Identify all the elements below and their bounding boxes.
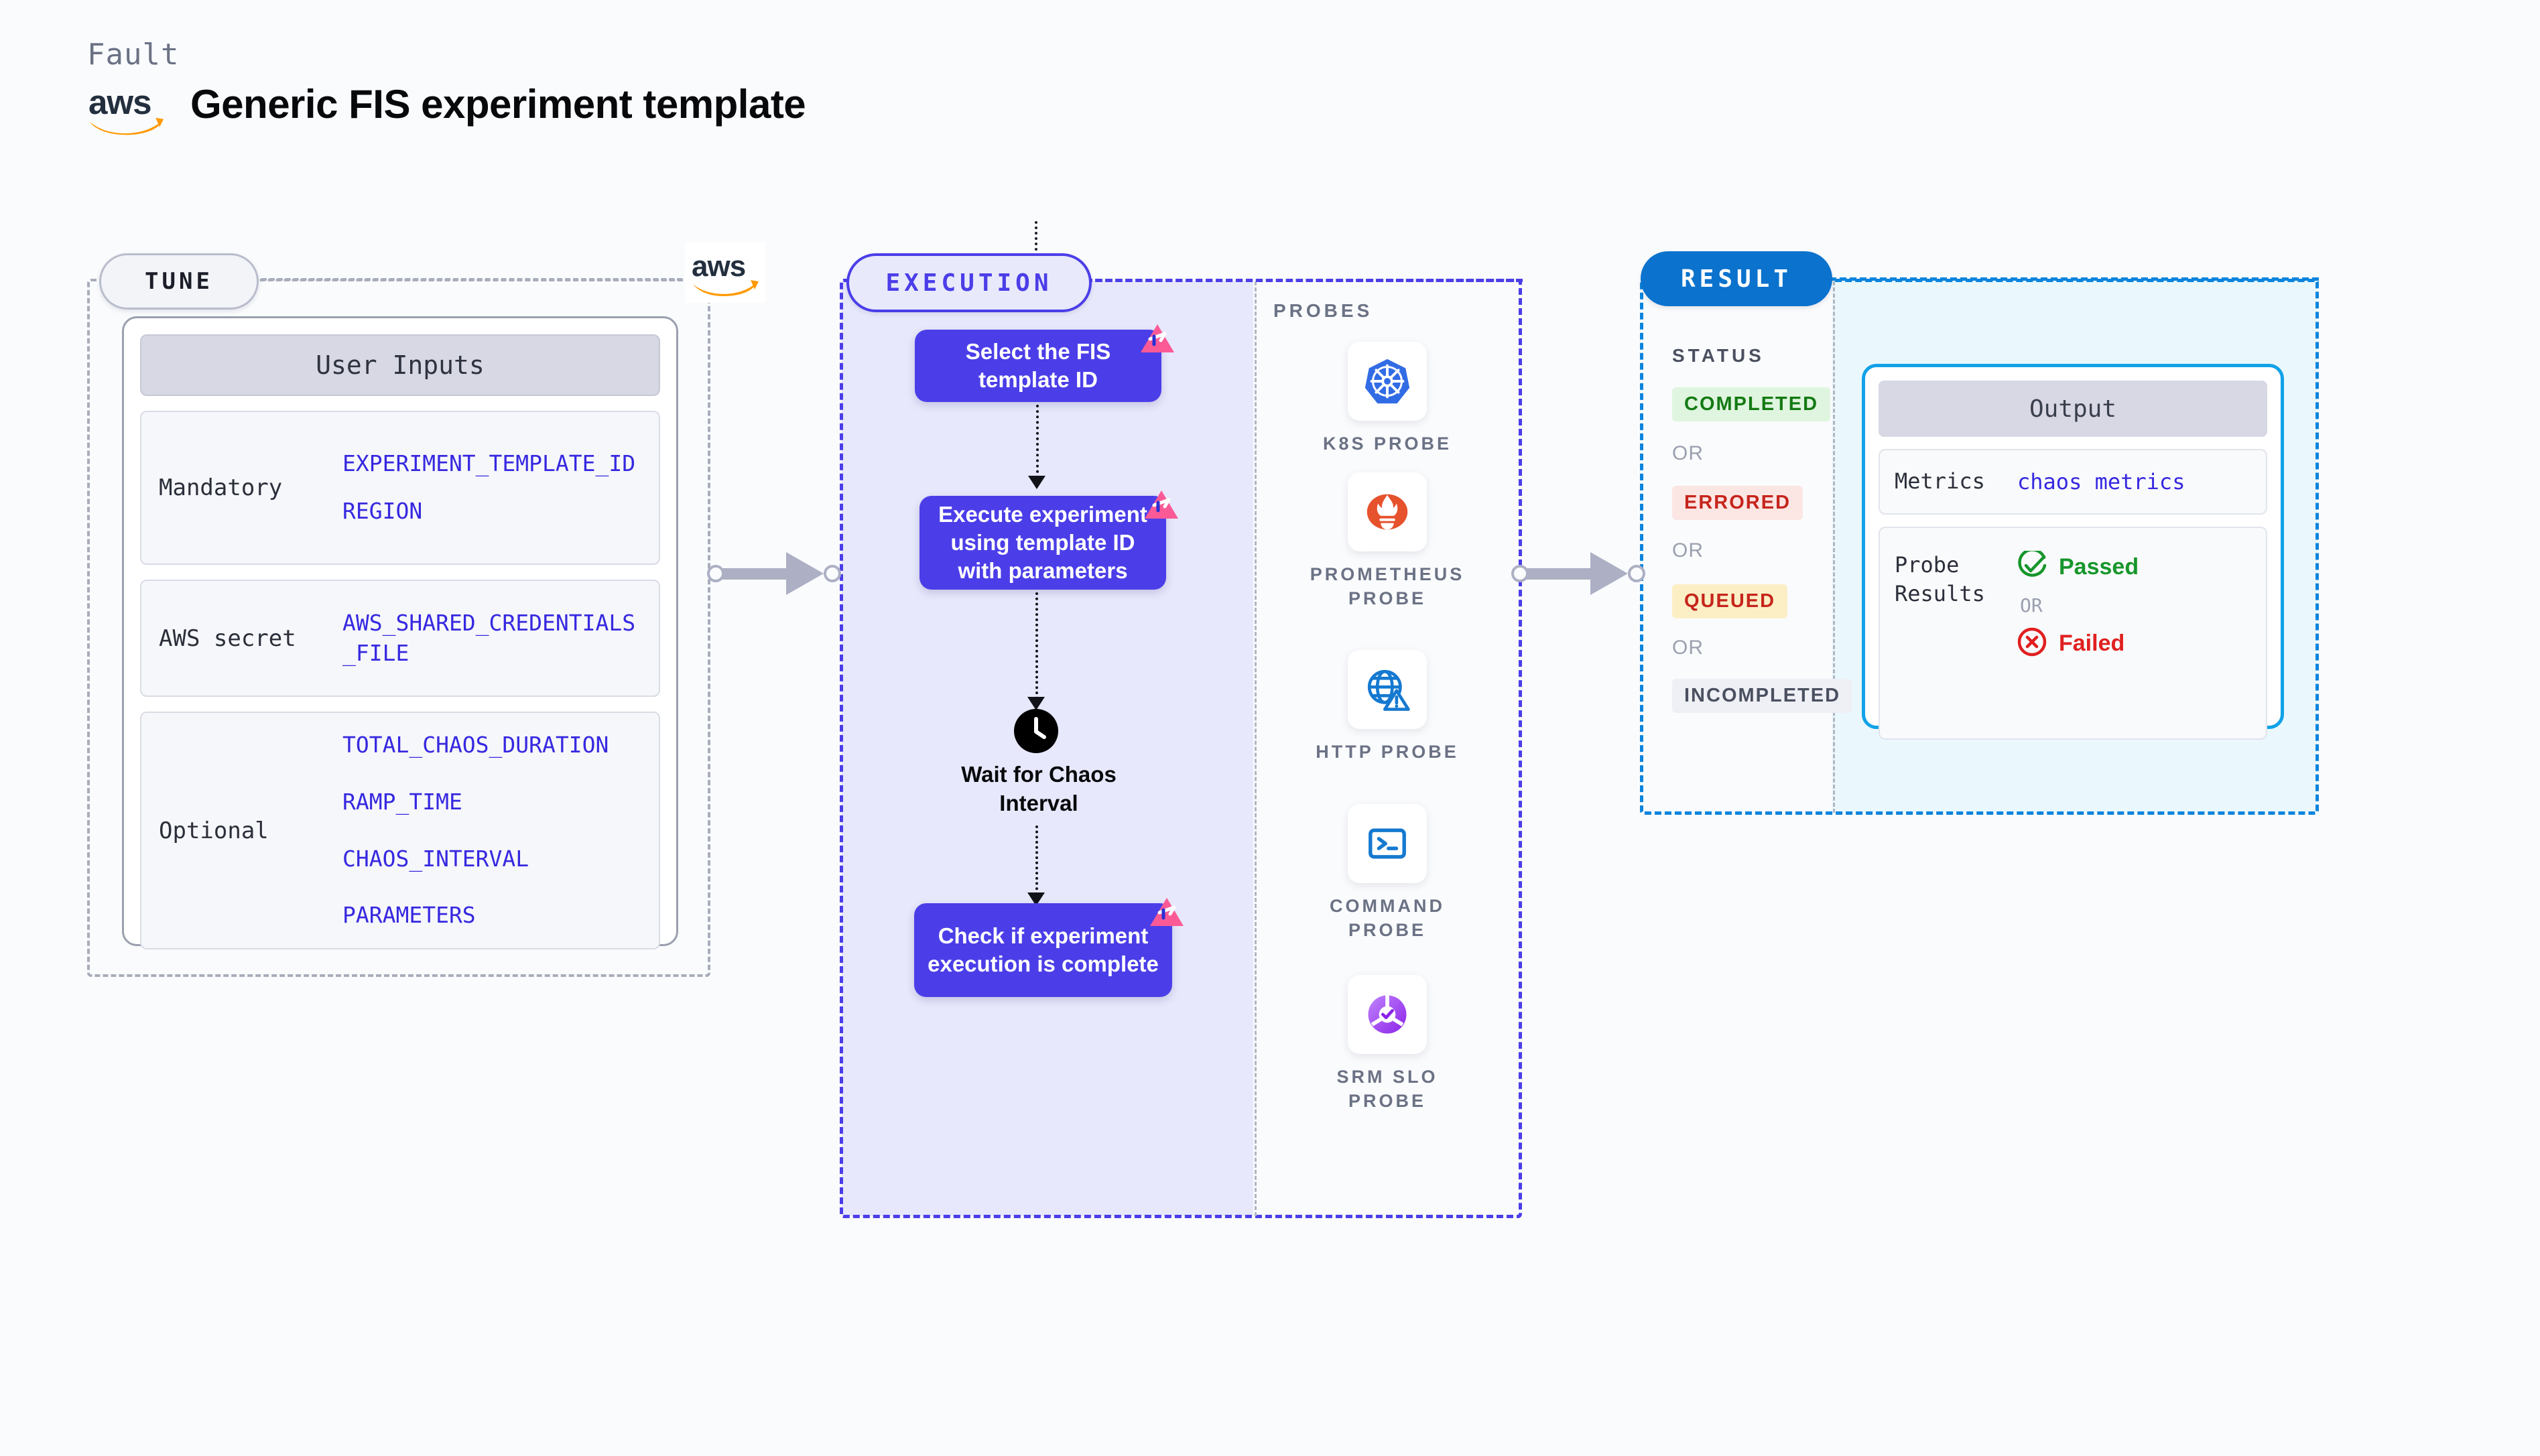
connector-endpoint xyxy=(824,565,841,582)
status-badge-queued: QUEUED xyxy=(1672,584,1788,618)
verdict-label: Failed xyxy=(2059,631,2125,656)
probe-label: COMMAND PROBE xyxy=(1330,896,1445,941)
probes-title: PROBES xyxy=(1273,300,1373,321)
probe-srm-slo[interactable]: SRM SLO PROBE xyxy=(1300,975,1474,1114)
probe-label: SRM SLO PROBE xyxy=(1336,1067,1438,1112)
flow-step-check-complete[interactable]: Check if experiment execution is complet… xyxy=(914,903,1172,997)
output-row-metrics: Metrics chaos metrics xyxy=(1879,449,2267,515)
flow-arrow-head xyxy=(1027,697,1045,710)
input-var: RAMP_TIME xyxy=(342,788,462,815)
probe-results-label: Probe Results xyxy=(1895,552,1985,607)
input-var: AWS_SHARED_CREDENTIALS _FILE xyxy=(342,609,636,666)
terminal-icon xyxy=(1348,804,1427,883)
execution-probes-divider xyxy=(1255,281,1257,1216)
kubernetes-icon xyxy=(1348,342,1427,421)
input-var: EXPERIMENT_TEMPLATE_ID xyxy=(342,450,636,477)
execution-leader-line xyxy=(1086,279,1523,282)
eyebrow-label: Fault xyxy=(87,38,180,72)
or-separator: OR xyxy=(1672,539,1704,561)
input-group-label: Mandatory xyxy=(159,474,283,501)
flow-step-select-template[interactable]: Select the FIS template ID xyxy=(915,330,1161,402)
input-group-aws-secret: AWS secret AWS_SHARED_CREDENTIALS _FILE xyxy=(140,580,660,697)
output-card: Output Metrics chaos metrics Probe Resul… xyxy=(1862,364,2284,740)
input-group-mandatory: Mandatory EXPERIMENT_TEMPLATE_ID REGION xyxy=(140,411,660,565)
flow-arrow-head xyxy=(1028,476,1045,489)
or-separator: OR xyxy=(2020,594,2043,616)
output-header: Output xyxy=(1879,381,2267,437)
connector-endpoint xyxy=(1511,565,1529,582)
connector-endpoint xyxy=(1628,565,1645,582)
flow-arrow xyxy=(1035,825,1038,895)
result-badge[interactable]: RESULT xyxy=(1641,251,1832,306)
input-group-optional: Optional TOTAL_CHAOS_DURATION RAMP_TIME … xyxy=(140,712,660,949)
connector-execution-to-result xyxy=(1511,552,1645,595)
flow-arrow xyxy=(1035,592,1038,700)
input-var: REGION xyxy=(342,498,423,524)
tune-badge[interactable]: TUNE xyxy=(99,253,259,310)
status-badge-completed: COMPLETED xyxy=(1672,387,1831,421)
srm-slo-icon xyxy=(1348,975,1427,1054)
verdict-passed: Passed xyxy=(2017,548,2139,584)
input-var: PARAMETERS xyxy=(342,902,476,929)
connector-endpoint xyxy=(707,565,724,582)
tune-leader-line xyxy=(253,278,682,281)
connector-arrowhead xyxy=(786,552,824,595)
probe-prometheus[interactable]: PROMETHEUS PROBE xyxy=(1300,472,1474,611)
connector-line xyxy=(719,568,805,580)
metrics-label: Metrics xyxy=(1895,468,1985,494)
clock-icon xyxy=(1014,709,1058,753)
input-var: TOTAL_CHAOS_DURATION xyxy=(342,732,609,758)
execution-top-tick xyxy=(1035,221,1037,256)
probe-label: HTTP PROBE xyxy=(1316,742,1459,762)
flow-arrow-head xyxy=(1027,892,1045,906)
execution-badge[interactable]: EXECUTION xyxy=(846,253,1092,312)
aws-logo-icon: aws xyxy=(87,79,166,137)
result-output-divider xyxy=(1833,281,1835,813)
user-inputs-card: User Inputs Mandatory EXPERIMENT_TEMPLAT… xyxy=(122,316,678,949)
metrics-value: chaos metrics xyxy=(2017,469,2185,494)
output-row-probe-results: Probe Results Passed OR xyxy=(1879,527,2267,740)
probe-label: PROMETHEUS PROBE xyxy=(1310,564,1465,609)
probe-k8s[interactable]: K8S PROBE xyxy=(1300,342,1474,456)
verdict-failed: Failed xyxy=(2017,627,2139,660)
svg-text:aws: aws xyxy=(692,250,745,283)
input-var: CHAOS_INTERVAL xyxy=(342,845,529,872)
flow-arrow xyxy=(1036,405,1039,478)
x-circle-icon xyxy=(2017,627,2047,660)
result-leader-line xyxy=(1830,277,2319,281)
or-separator: OR xyxy=(1672,442,1704,464)
or-separator: OR xyxy=(1672,637,1704,659)
page-title: Generic FIS experiment template xyxy=(190,82,806,127)
probe-http[interactable]: HTTP PROBE xyxy=(1300,650,1474,764)
input-group-label: Optional xyxy=(159,817,269,844)
http-globe-warning-icon xyxy=(1348,650,1427,729)
user-inputs-header: User Inputs xyxy=(140,334,660,396)
verdict-label: Passed xyxy=(2059,554,2139,580)
check-circle-icon xyxy=(2017,548,2047,584)
connector-line xyxy=(1523,568,1609,580)
svg-text:aws: aws xyxy=(88,83,151,121)
aws-logo-icon-small: aws xyxy=(685,243,765,303)
connector-tune-to-execution xyxy=(707,552,841,595)
probe-label: K8S PROBE xyxy=(1322,434,1452,454)
flow-step-execute-experiment[interactable]: Execute experiment using template ID wit… xyxy=(919,496,1166,590)
prometheus-icon xyxy=(1348,472,1427,551)
connector-arrowhead xyxy=(1590,552,1628,595)
status-title: STATUS xyxy=(1672,345,1765,366)
wait-for-chaos-interval-label: Wait for Chaos Interval xyxy=(961,762,1117,815)
probe-command[interactable]: COMMAND PROBE xyxy=(1300,804,1474,943)
status-badge-incompleted: INCOMPLETED xyxy=(1672,679,1853,713)
input-group-label: AWS secret xyxy=(159,624,296,652)
page-header: Fault aws Generic FIS experiment templat… xyxy=(87,40,806,137)
status-badge-errored: ERRORED xyxy=(1672,486,1803,520)
